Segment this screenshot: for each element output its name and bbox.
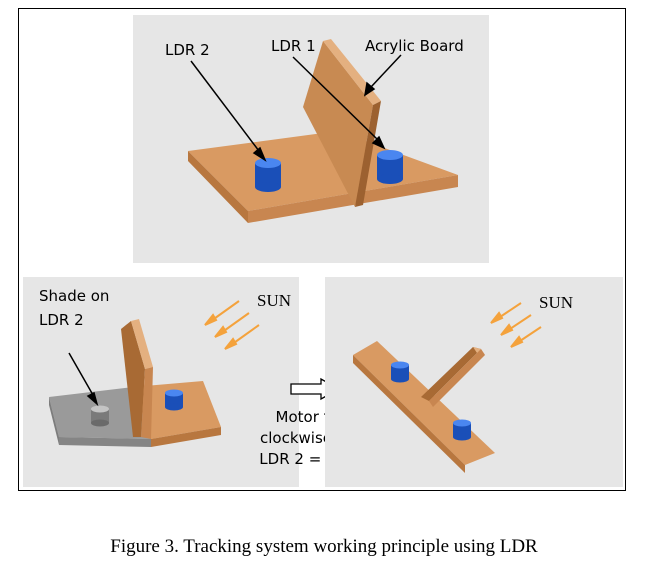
vertical-board-face <box>121 321 145 437</box>
sun-label-left: SUN <box>257 291 292 310</box>
top-board-drawing <box>188 39 458 223</box>
tilted-base-side <box>353 355 465 473</box>
ldr1-pointer <box>292 56 386 150</box>
ldr2-label: LDR 2 <box>165 41 210 59</box>
tilted-ldr1-sensor <box>453 419 471 441</box>
shade-area-front <box>49 397 59 445</box>
wood-base-side <box>151 427 221 447</box>
tilted-ldr2-sensor <box>391 361 409 383</box>
sun-arrows-left <box>204 300 260 350</box>
sun-label-right: SUN <box>539 293 574 312</box>
tilted-board-face <box>421 347 481 401</box>
shade-label-line1: Shade on <box>39 287 110 305</box>
ldr1-lit-sensor <box>165 389 183 411</box>
ldr2-pointer <box>190 60 267 162</box>
sun-arrows-right <box>490 302 542 348</box>
shade-label-line2: LDR 2 <box>39 311 84 329</box>
top-panel: LDR 2 LDR 1 Acrylic Board <box>133 15 489 263</box>
acrylic-board-side <box>355 101 381 207</box>
acrylic-board-label: Acrylic Board <box>365 37 464 55</box>
vertical-board-side <box>141 367 153 439</box>
ldr1-label: LDR 1 <box>271 37 316 55</box>
shade-pointer <box>68 352 99 407</box>
acrylic-board-face <box>303 41 373 207</box>
vertical-board-front <box>131 319 153 369</box>
figure-frame: LDR 2 LDR 1 Acrylic Board <box>18 8 626 491</box>
ldr1-sensor <box>377 150 403 184</box>
acrylic-pointer <box>363 54 402 97</box>
ldr2-sensor <box>255 158 281 192</box>
shaded-board-drawing <box>49 300 260 447</box>
figure-caption: Figure 3. Tracking system working princi… <box>110 536 538 557</box>
base-board-front <box>188 151 248 223</box>
rotated-board-drawing <box>353 302 542 473</box>
bottom-left-panel: Shade on LDR 2 SUN <box>23 277 299 487</box>
ldr2-shaded-sensor <box>91 405 109 427</box>
bottom-right-panel: SUN <box>325 277 623 487</box>
